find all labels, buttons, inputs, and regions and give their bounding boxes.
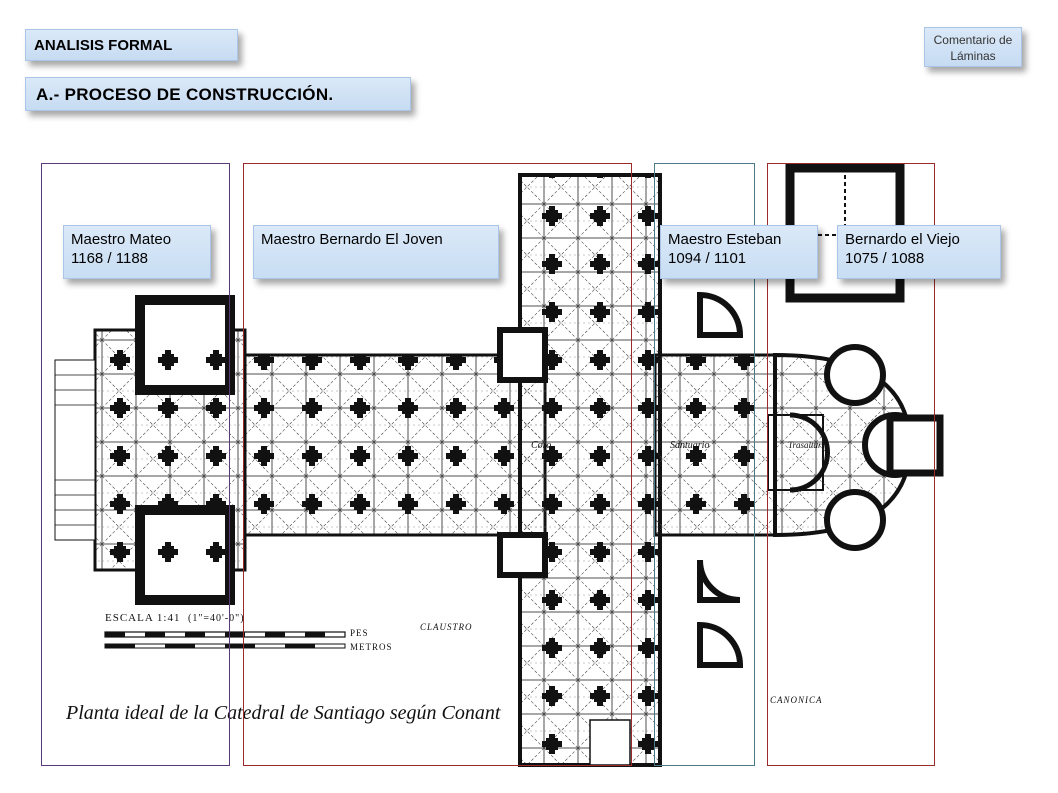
metros-label: METROS	[350, 642, 393, 652]
phase-frame-esteban	[654, 163, 755, 766]
phase-frame-bernardo-viejo	[767, 163, 935, 766]
scale-label: ESCALA 1:41	[105, 612, 181, 624]
section-title: ANALISIS FORMAL	[25, 29, 238, 61]
phase-years: 1168 / 1188	[71, 250, 149, 267]
phase-master: Maestro Esteban	[668, 231, 782, 248]
pes-label: PES	[350, 628, 369, 638]
scale-equivalence: (1"=40'-0")	[188, 613, 245, 624]
plan-caption: Planta ideal de la Catedral de Santiago …	[66, 702, 501, 724]
phase-frame-bernardo-joven	[243, 163, 632, 766]
phase-label-esteban: Maestro Esteban 1094 / 1101	[660, 225, 818, 279]
page-subtitle: A.- PROCESO DE CONSTRUCCIÓN.	[25, 77, 411, 111]
claustro-label: CLAUSTRO	[420, 622, 473, 632]
santuario-label: Santuario	[670, 440, 710, 451]
canonica-label: CANONICA	[770, 695, 823, 705]
coro-label: Coro	[531, 440, 552, 451]
phase-years: 1075 / 1088	[845, 250, 925, 267]
phase-master: Bernardo el Viejo	[845, 231, 960, 248]
phase-years: 1094 / 1101	[668, 250, 747, 267]
phase-frame-mateo	[41, 163, 230, 766]
phase-label-bernardo-joven: Maestro Bernardo El Joven	[253, 225, 499, 279]
phase-label-mateo: Maestro Mateo 1168 / 1188	[63, 225, 211, 279]
phase-master: Maestro Mateo	[71, 231, 172, 248]
trasaltar-label: Trasaltar	[788, 440, 822, 450]
phase-label-bernardo-viejo: Bernardo el Viejo 1075 / 1088	[837, 225, 1001, 279]
comentario-laminas-button[interactable]: Comentario de Láminas	[924, 27, 1022, 67]
phase-master: Maestro Bernardo El Joven	[261, 231, 443, 248]
